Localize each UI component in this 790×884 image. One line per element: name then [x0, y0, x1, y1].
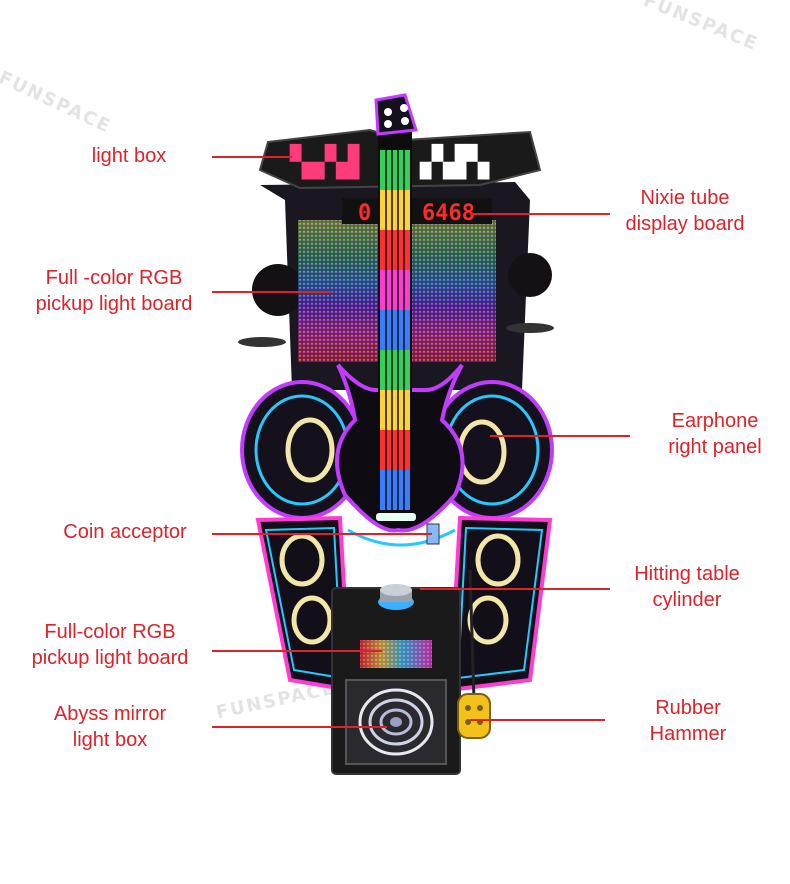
- nixie-left-digits: 0: [358, 201, 371, 226]
- label-nixie-line1: Nixie tube: [640, 187, 730, 209]
- label-hitting-line2: cylinder: [652, 589, 722, 611]
- drum-right: [508, 253, 552, 297]
- watermark-top-left: FUNSPACE: [0, 67, 115, 138]
- speaker-right-mid: [475, 533, 521, 587]
- label-rgb-bottom: Full-color RGB pickup light board: [10, 619, 210, 671]
- hammer-handle: [468, 569, 476, 701]
- drum-left: [252, 264, 304, 316]
- label-rgb-top-line2: pickup light board: [35, 293, 193, 315]
- light-box-graphic: ▚▞▟: [289, 144, 360, 180]
- speaker-left-low: [291, 595, 333, 645]
- guitar-neck-lights: [380, 150, 410, 510]
- label-rubber-hammer: Rubber Hammer: [618, 695, 758, 747]
- label-coin-acceptor: Coin acceptor: [40, 519, 210, 545]
- leader-hitting: [420, 588, 610, 590]
- label-rgb-top: Full -color RGB pickup light board: [14, 265, 214, 317]
- leader-light-box: [212, 156, 292, 158]
- label-earphone: Earphone right panel: [640, 408, 790, 460]
- label-rgb-bottom-line1: Full-color RGB: [44, 621, 176, 643]
- label-nixie-tube: Nixie tube display board: [610, 185, 760, 237]
- leader-hammer: [470, 719, 605, 721]
- svg-text:▞▟▚: ▞▟▚: [419, 144, 490, 180]
- leader-earphone: [490, 435, 630, 437]
- leader-coin: [212, 533, 432, 535]
- label-light-box: light box: [64, 143, 194, 169]
- label-hammer-line1: Rubber: [655, 697, 721, 719]
- rubber-hammer: [457, 693, 491, 739]
- guitar-headstock: [374, 93, 418, 136]
- leader-rgb-bottom: [212, 650, 382, 652]
- label-earphone-line2: right panel: [668, 436, 762, 458]
- watermark-top-right: FUNSPACE: [640, 0, 762, 56]
- label-rgb-bottom-line2: pickup light board: [31, 647, 189, 669]
- leader-nixie: [470, 213, 610, 215]
- leader-abyss: [212, 726, 387, 728]
- label-hitting-line1: Hitting table: [634, 563, 740, 585]
- nixie-right-digits: 6468: [422, 201, 475, 226]
- label-abyss-mirror: Abyss mirror light box: [30, 701, 190, 753]
- leader-rgb-top: [212, 291, 332, 293]
- label-nixie-line2: display board: [625, 213, 745, 235]
- speaker-left-upper: [285, 417, 335, 483]
- speaker-left-mid: [279, 533, 325, 587]
- label-hammer-line2: Hammer: [649, 723, 727, 745]
- label-rgb-top-line1: Full -color RGB: [45, 267, 183, 289]
- label-abyss-line2: light box: [72, 729, 148, 751]
- label-abyss-line1: Abyss mirror: [53, 703, 167, 725]
- nixie-tube-display: [342, 198, 492, 224]
- label-coin-text: Coin acceptor: [63, 521, 187, 543]
- label-light-box-text: light box: [91, 145, 167, 167]
- guitar-bridge: [376, 513, 416, 521]
- label-hitting-table: Hitting table cylinder: [612, 561, 762, 613]
- speaker-right-low: [467, 595, 509, 645]
- label-earphone-line1: Earphone: [671, 410, 759, 432]
